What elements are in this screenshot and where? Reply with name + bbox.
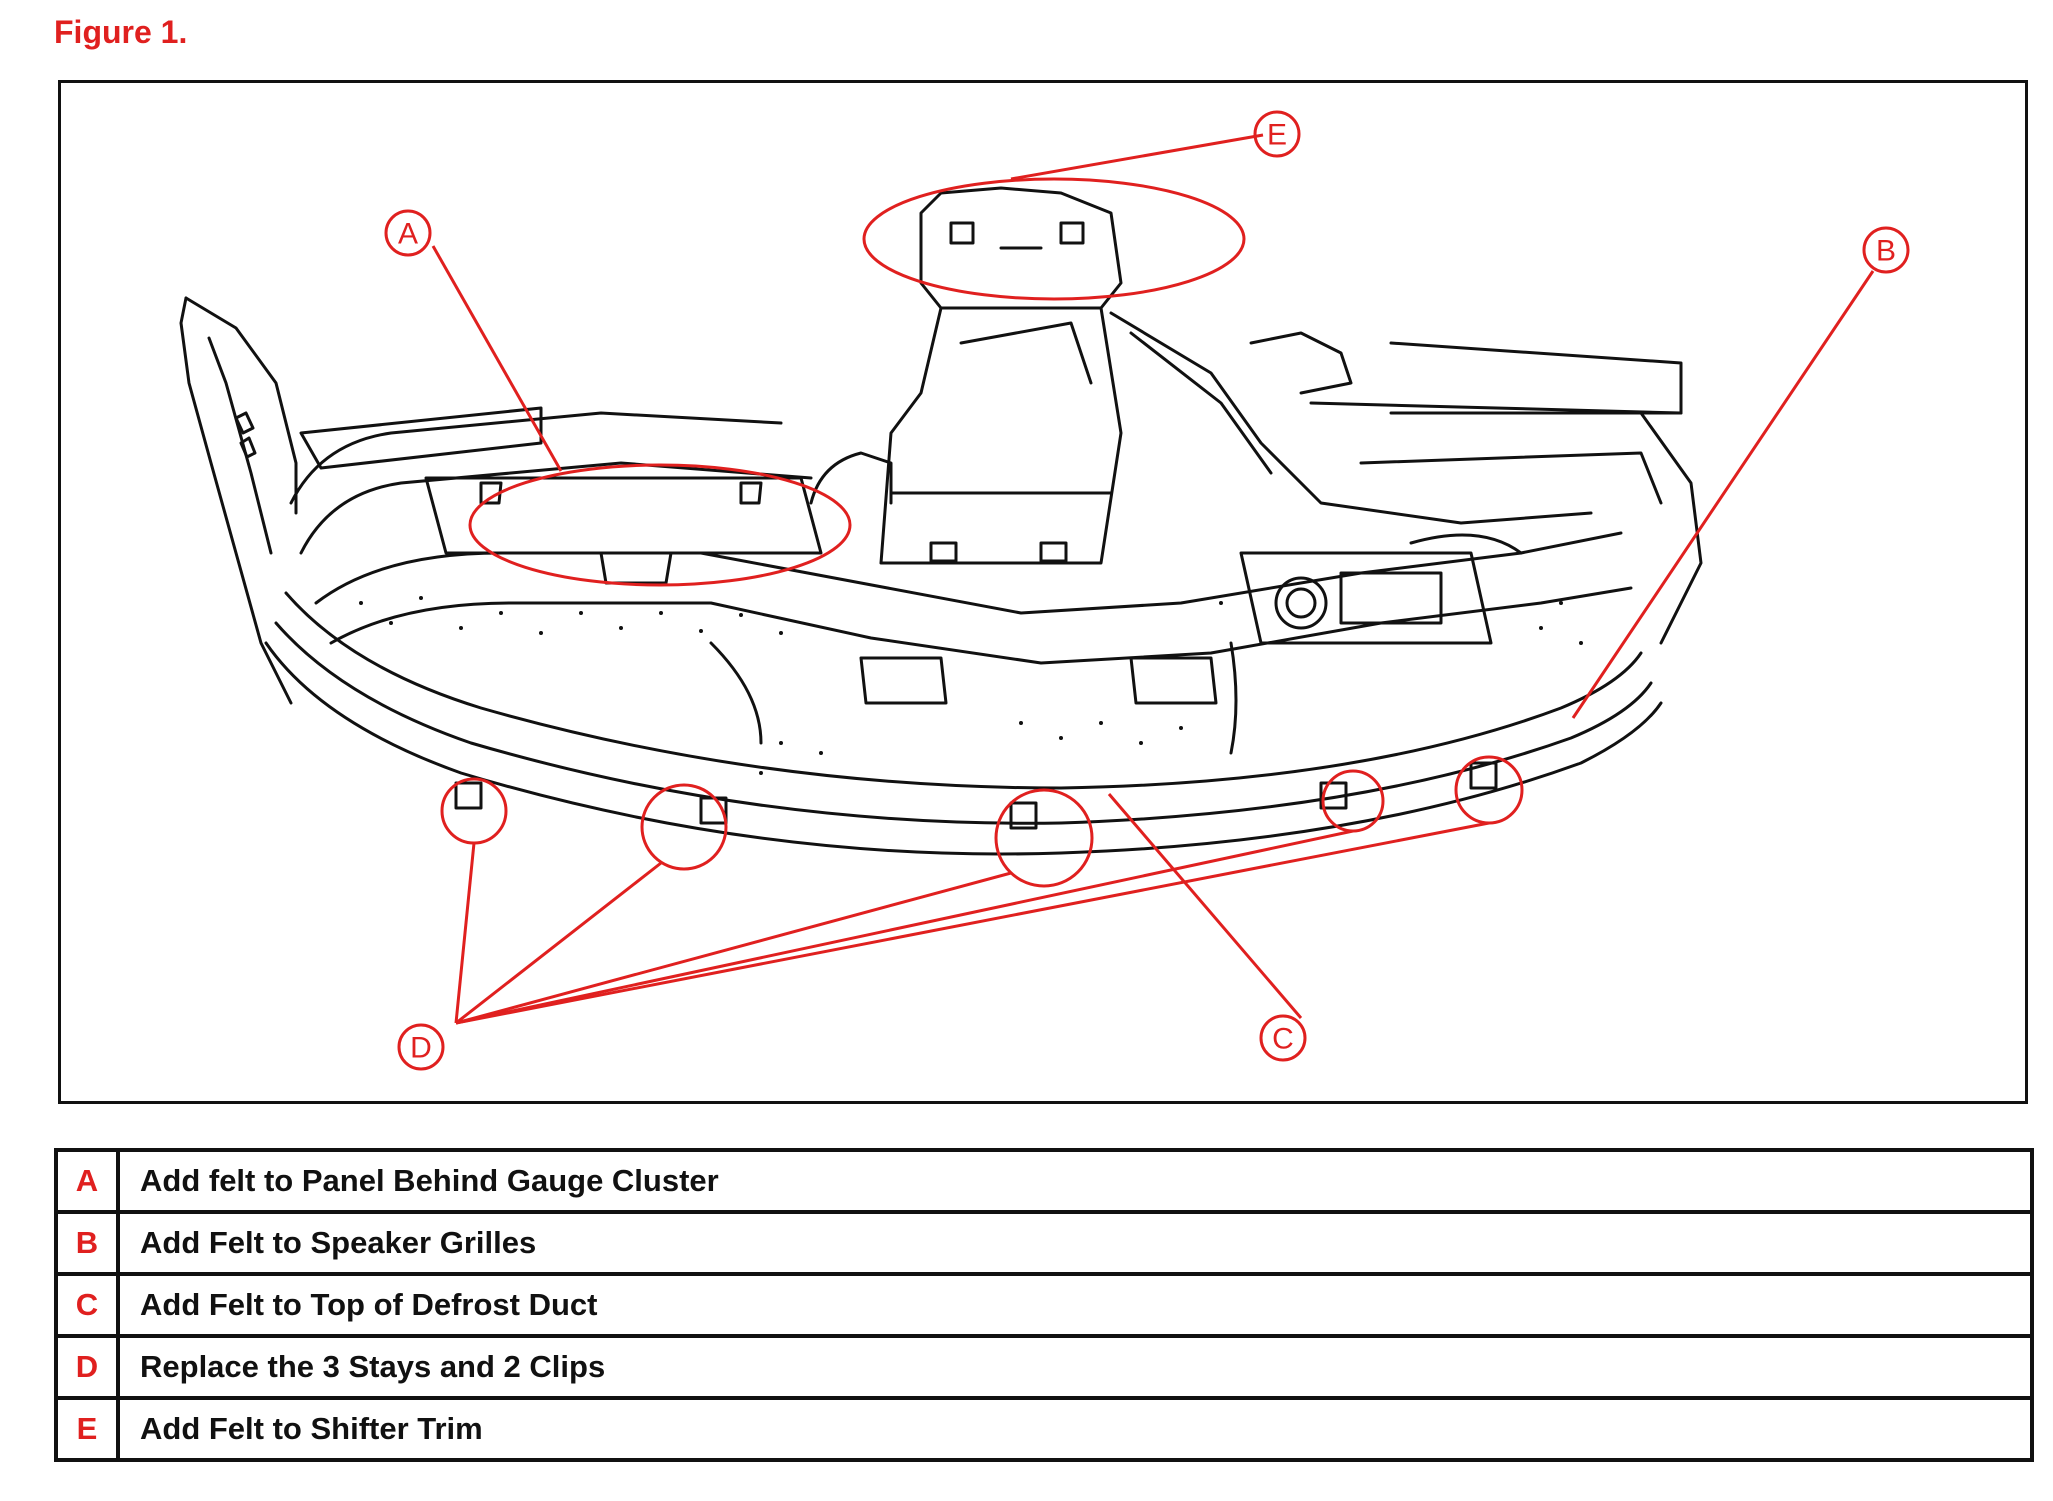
legend-key: A <box>54 1148 120 1214</box>
foam-texture <box>359 596 1583 775</box>
legend-row: C Add Felt to Top of Defrost Duct <box>54 1272 2034 1338</box>
legend-text: Replace the 3 Stays and 2 Clips <box>116 1334 2034 1400</box>
legend-text: Add Felt to Top of Defrost Duct <box>116 1272 2034 1338</box>
legend-row: E Add Felt to Shifter Trim <box>54 1396 2034 1462</box>
dashboard-diagram: E A B C D <box>179 110 1910 1071</box>
dashboard-drawing <box>179 186 1703 856</box>
diagram-frame: E A B C D <box>58 80 2028 1104</box>
callout-a-region <box>468 463 852 587</box>
callout-letter-a: A <box>398 218 418 251</box>
legend-row: A Add felt to Panel Behind Gauge Cluster <box>54 1148 2034 1214</box>
callout-letter-e: E <box>1267 119 1287 152</box>
legend-key: B <box>54 1210 120 1276</box>
callout-d-circle-2 <box>640 783 728 871</box>
callout-d-circle-5 <box>1454 755 1524 825</box>
callout-letter-c: C <box>1272 1023 1294 1056</box>
legend-text: Add felt to Panel Behind Gauge Cluster <box>116 1148 2034 1214</box>
callout-letter-b: B <box>1876 235 1896 268</box>
callout-d-circle-1 <box>440 777 508 845</box>
legend-row: B Add Felt to Speaker Grilles <box>54 1210 2034 1276</box>
callout-graphics <box>384 110 1910 1071</box>
legend-key: E <box>54 1396 120 1462</box>
legend-row: D Replace the 3 Stays and 2 Clips <box>54 1334 2034 1400</box>
callout-d-circle-3 <box>994 788 1094 888</box>
legend-key: C <box>54 1272 120 1338</box>
callout-letter-d: D <box>410 1032 432 1065</box>
legend-text: Add Felt to Speaker Grilles <box>116 1210 2034 1276</box>
legend-text: Add Felt to Shifter Trim <box>116 1396 2034 1462</box>
figure-title: Figure 1. <box>54 14 188 50</box>
callout-e-region <box>862 177 1246 301</box>
legend-table: A Add felt to Panel Behind Gauge Cluster… <box>54 1148 2034 1462</box>
legend-key: D <box>54 1334 120 1400</box>
